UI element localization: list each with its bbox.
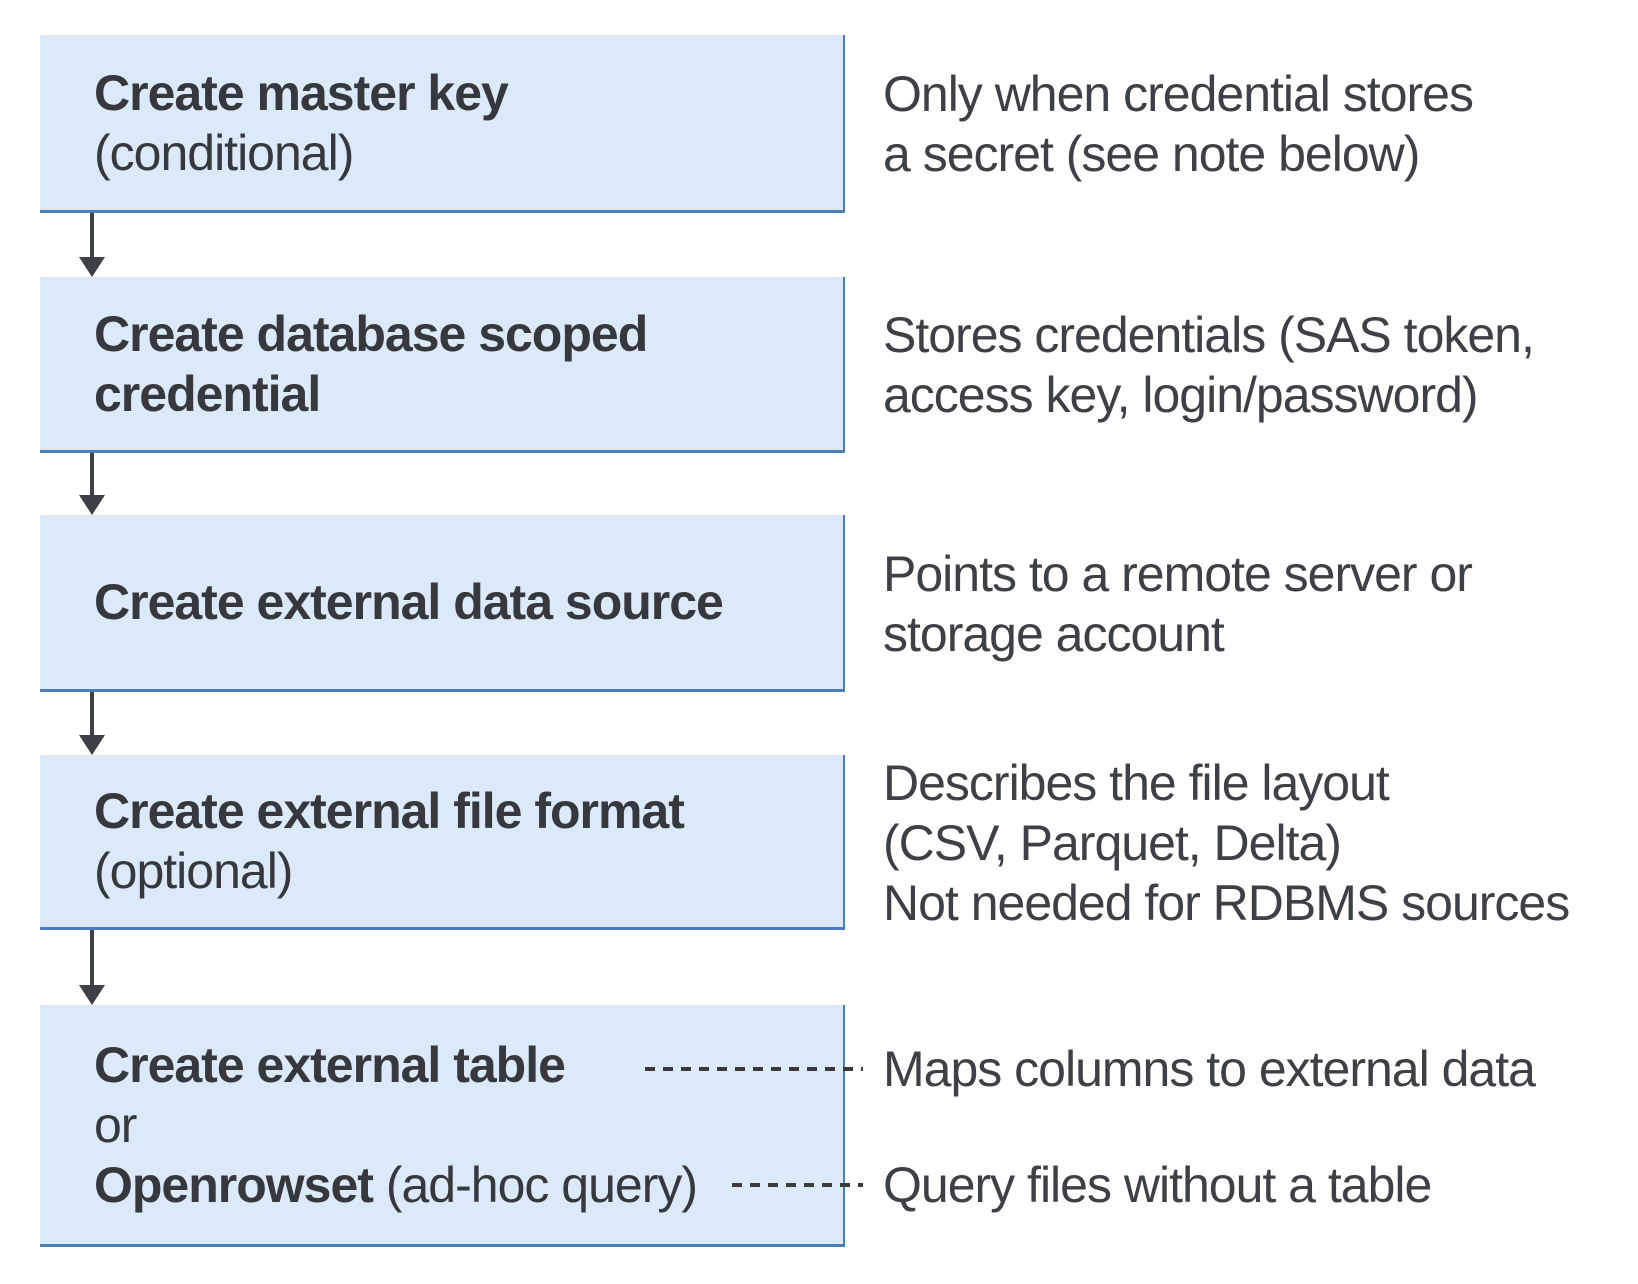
step-title: Create master key bbox=[94, 64, 509, 121]
description-line: storage account bbox=[883, 605, 1225, 662]
step-title: Create database scoped credential bbox=[94, 305, 648, 422]
arrow-down-icon bbox=[78, 453, 106, 515]
arrow-head bbox=[79, 495, 105, 515]
dashed-connector bbox=[645, 1067, 863, 1071]
description-line: access key, login/password) bbox=[883, 367, 1479, 423]
step-subtitle: (conditional) bbox=[94, 124, 354, 181]
annotation-external-table: Maps columns to external data bbox=[883, 1039, 1536, 1099]
arrow-down-icon bbox=[78, 213, 106, 277]
arrow-shaft bbox=[90, 453, 94, 497]
step-description-data-source: Points to a remote server or storage acc… bbox=[883, 515, 1473, 692]
arrow-shaft bbox=[90, 930, 94, 987]
description-line: (CSV, Parquet, Delta) bbox=[883, 814, 1342, 871]
step-subtitle: (optional) bbox=[94, 843, 293, 899]
annotation-openrowset: Query files without a table bbox=[883, 1155, 1432, 1215]
description-line: Stores credentials (SAS token, bbox=[883, 307, 1535, 363]
dashed-connector bbox=[732, 1183, 863, 1187]
alt-title-bold: Openrowset bbox=[94, 1156, 374, 1213]
arrow-shaft bbox=[90, 692, 94, 737]
arrow-head bbox=[79, 985, 105, 1005]
description-line: Not needed for RDBMS sources bbox=[883, 874, 1570, 931]
arrow-head bbox=[79, 735, 105, 755]
description-line: Only when credential stores bbox=[883, 66, 1474, 122]
or-label: or bbox=[94, 1096, 137, 1153]
alt-title-suffix: (ad-hoc query) bbox=[372, 1156, 698, 1213]
description-line: Points to a remote server or bbox=[883, 545, 1473, 602]
step-title: Create external data source bbox=[94, 574, 724, 630]
description-line: Query files without a table bbox=[883, 1157, 1432, 1213]
alt-step-title: Openrowset (ad-hoc query) bbox=[94, 1155, 843, 1215]
step-description-credential: Stores credentials (SAS token, access ke… bbox=[883, 277, 1535, 453]
description-line: Describes the file layout bbox=[883, 754, 1390, 811]
arrow-shaft bbox=[90, 213, 94, 259]
description-line: Maps columns to external data bbox=[883, 1041, 1536, 1097]
step-box-create-master-key: Create master key (conditional) bbox=[40, 35, 845, 213]
step-title: Create external table bbox=[94, 1036, 566, 1093]
step-description-file-format: Describes the file layout (CSV, Parquet,… bbox=[883, 754, 1570, 931]
step-description-master-key: Only when credential stores a secret (se… bbox=[883, 35, 1474, 213]
step-box-create-external-data-source: Create external data source bbox=[40, 515, 845, 692]
arrow-down-icon bbox=[78, 692, 106, 755]
step-box-create-external-table-or-openrowset: Create external table or Openrowset (ad-… bbox=[40, 1005, 845, 1247]
description-line: a secret (see note below) bbox=[883, 126, 1420, 182]
step-box-create-database-scoped-credential: Create database scoped credential bbox=[40, 277, 845, 453]
arrow-head bbox=[79, 257, 105, 277]
step-box-create-external-file-format: Create external file format (optional) bbox=[40, 755, 845, 930]
arrow-down-icon bbox=[78, 930, 106, 1005]
step-title: Create external file format bbox=[94, 783, 685, 839]
